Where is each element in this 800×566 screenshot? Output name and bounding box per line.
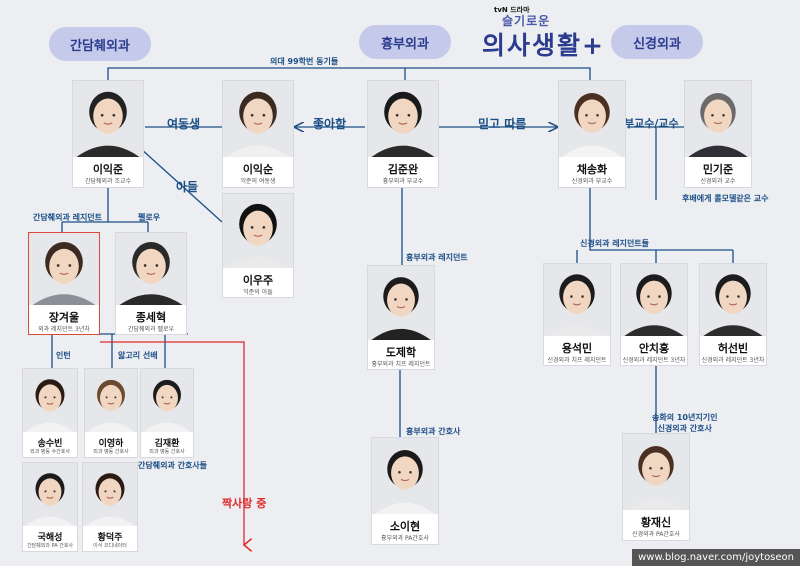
portrait-photo — [23, 463, 77, 526]
person-name: 김재환 — [154, 439, 180, 449]
dept-neuro-pill: 신경외과 — [611, 25, 703, 59]
hbp-nurses-label: 간담췌외과 간호사들 — [138, 461, 208, 470]
person-role: 신경외과 레지던트 3년차 — [622, 357, 686, 364]
portrait-photo — [29, 233, 99, 305]
portrait-photo — [223, 81, 293, 157]
portrait-photo — [559, 81, 625, 157]
portrait-photo — [372, 438, 438, 514]
person-name: 이우주 — [242, 274, 274, 287]
portrait-photo — [85, 369, 137, 432]
thoracic-resident-label: 흉부외과 레지던트 — [406, 253, 468, 262]
person-name: 이영하 — [98, 439, 124, 449]
portrait-photo — [700, 264, 766, 336]
son-label: 아들 — [176, 180, 199, 194]
portrait-photo — [116, 233, 186, 305]
fellow-label: 펠로우 — [138, 213, 161, 222]
neuro-resident-label: 신경외과 레지던트들 — [580, 239, 650, 248]
person-role: 익준의 아들 — [243, 289, 273, 296]
person-role: 신경외과 레지던트 3년차 — [701, 357, 765, 364]
person-role: 흉부외과 PA간호사 — [381, 535, 429, 542]
person-name: 용석민 — [561, 342, 593, 355]
portrait-photo — [141, 369, 193, 432]
person-role: 외과 병동 간호사 — [93, 449, 129, 455]
person-role: 흉부외과 부교수 — [382, 178, 424, 185]
junior-senior-label: 앓고리 선배 — [118, 351, 158, 360]
younger-sister-label: 여동생 — [167, 117, 201, 131]
portrait-photo — [368, 266, 434, 340]
assoc-prof-label: 부교수/교수 — [624, 117, 679, 130]
thoracic-nurse-label: 흉부외과 간호사 — [406, 427, 461, 436]
person-role: 이식 코디네이터 — [93, 543, 127, 549]
likes-label: 좋아함 — [313, 117, 347, 131]
person-name: 민기준 — [702, 163, 734, 176]
person-name: 황덕주 — [97, 533, 123, 543]
intern-label: 인턴 — [56, 351, 71, 360]
portrait-photo — [544, 264, 610, 336]
person-name: 국해성 — [37, 533, 63, 543]
dept-hepatobiliary-pill: 간담췌외과 — [49, 27, 151, 61]
person-name: 장겨울 — [48, 311, 80, 324]
person-role: 외과 레지던트 3년차 — [38, 326, 90, 333]
portrait-photo — [73, 81, 143, 157]
person-name: 허선빈 — [717, 342, 749, 355]
person-role: 간담췌외과 펠로우 — [127, 326, 175, 333]
crush-label: 짝사랑 중 — [222, 497, 267, 510]
portrait-photo — [623, 434, 689, 510]
person-role: 신경외과 교수 — [700, 178, 736, 185]
person-name: 황재신 — [640, 516, 672, 529]
mentor-note-label: 후배에게 롤모델같은 교수 — [682, 194, 769, 203]
hbp-resident-label: 간담췌외과 레지던트 — [33, 213, 103, 222]
person-role: 외과 병동 간호사 — [149, 449, 185, 455]
portrait-photo — [23, 369, 77, 432]
person-role: 간담췌외과 조교수 — [84, 178, 132, 185]
person-name: 송수빈 — [37, 439, 63, 449]
person-role: 흉부외과 치프 레지던트 — [371, 361, 431, 368]
person-name: 채송화 — [576, 163, 608, 176]
person-name: 안치홍 — [638, 342, 670, 355]
person-name: 소이현 — [389, 520, 421, 533]
dept-thoracic-pill: 흉부외과 — [359, 25, 451, 59]
portrait-photo — [83, 463, 137, 526]
hwang-note-label: 송화의 10년지기인 신경외과 간호사 — [652, 413, 718, 433]
portrait-photo — [368, 81, 438, 157]
person-role: 신경외과 부교수 — [571, 178, 613, 185]
portrait-photo — [223, 194, 293, 268]
portrait-photo — [621, 264, 687, 336]
trust-follow-label: 믿고 따름 — [478, 117, 527, 131]
show-logo: tvN 드라마 슬기로운 의사생활+ — [482, 6, 605, 60]
person-name: 이익순 — [242, 163, 274, 176]
person-name: 김준완 — [387, 163, 419, 176]
person-role: 익준의 여동생 — [240, 178, 276, 185]
person-name: 도제학 — [385, 346, 417, 359]
person-role: 신경외과 PA간호사 — [632, 531, 680, 538]
person-name: 이익준 — [92, 163, 124, 176]
portrait-photo — [685, 81, 751, 157]
person-role: 신경외과 치프 레지던트 — [547, 357, 607, 364]
person-role: 간담췌외과 PA 간호사 — [26, 543, 74, 549]
class99-label: 의대 99학번 동기들 — [270, 57, 339, 66]
person-name: 종세혁 — [135, 311, 167, 324]
person-role: 외과 병동 수간호사 — [30, 449, 70, 455]
watermark: www.blog.naver.com/joytoseon — [632, 549, 800, 566]
